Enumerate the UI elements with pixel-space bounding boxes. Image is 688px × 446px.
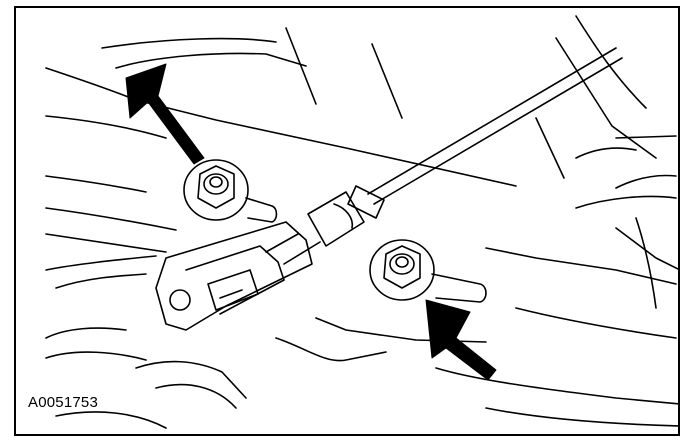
- upper-nut: [183, 159, 278, 223]
- figure-id-label: A0051753: [26, 394, 101, 411]
- line-drawing: [45, 15, 678, 429]
- cable-bracket: [155, 221, 321, 331]
- illustration-frame: [14, 6, 680, 436]
- shift-cable: [307, 47, 623, 247]
- lower-nut: [369, 239, 487, 303]
- engine-component-outline: [45, 15, 678, 429]
- callout-arrow-lower-nut: [425, 299, 497, 381]
- callout-arrow-upper-nut: [125, 63, 205, 165]
